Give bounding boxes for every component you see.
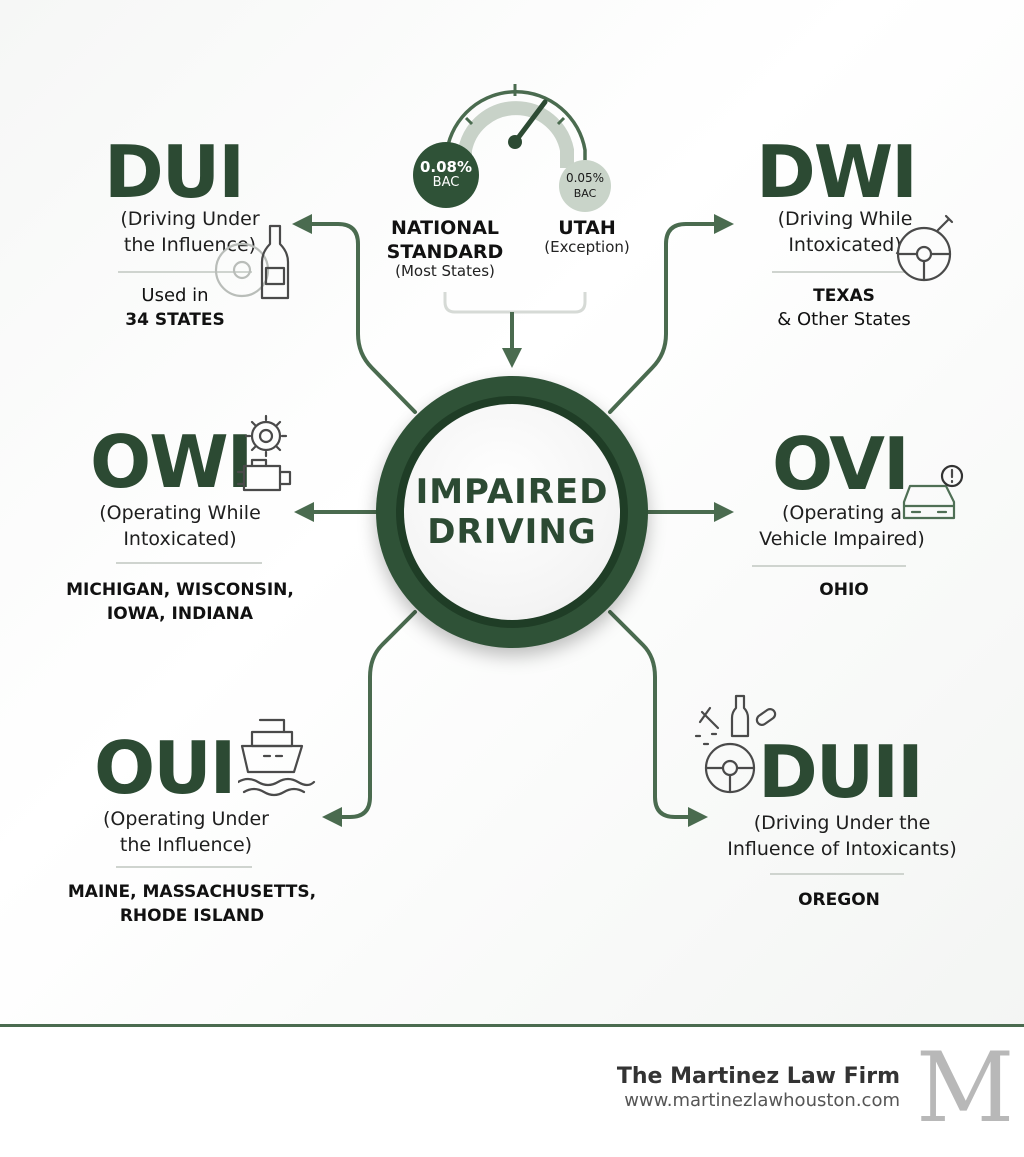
steering-wheel-icon [896,226,952,282]
dui-definition: (Driving Under the Influence) [90,206,290,258]
ovi-icons [902,464,964,520]
oui-def-line1: (Operating Under [103,808,269,830]
duii-states: OREGON [764,888,914,912]
bac-national-value: 0.08% [419,158,473,176]
gauge-icon [445,84,587,168]
arrow-to-dwi [608,214,734,414]
bac-utah-unit: BAC [573,187,597,200]
oui-states-line1: MAINE, MASSACHUSETTS, [67,882,317,902]
oui-icons [238,718,316,797]
oui-def-line2: the Influence) [119,834,253,856]
dwi-states-line1: TEXAS [813,286,875,306]
ovi-states-line1: OHIO [819,580,869,600]
dwi-def-line1: (Driving While [777,208,913,230]
duii-def-line2: Influence of Intoxicants) [727,838,957,860]
owi-icons [236,414,292,492]
gauge-bracket [443,292,587,314]
oui-definition: (Operating Under the Influence) [86,806,286,858]
dwi-states-line2: & Other States [777,309,911,330]
steering-wheel-icon [214,242,270,298]
dui-states-line1: Used in [141,285,209,306]
national-note: (Most States) [395,262,495,280]
dui-icons [214,224,290,300]
owi-states-line1: MICHIGAN, WISCONSIN, [66,580,294,600]
pills-icon [694,706,777,746]
dwi-acronym: DWI [756,130,918,214]
center-title-line2: DRIVING [427,512,597,552]
steering-wheel-icon [704,742,756,794]
owi-states: MICHIGAN, WISCONSIN, IOWA, INDIANA [52,578,308,626]
footer [0,1024,1024,1157]
duii-acronym: DUII [758,730,924,814]
national-title-line1: NATIONAL [390,217,500,239]
arrow-to-duii [608,610,708,827]
ovi-def-line1: (Operating a [781,502,903,524]
dui-states-line2: 34 STATES [125,310,225,330]
bac-national-unit: BAC [432,175,460,190]
logo-letter: M [916,1032,1015,1144]
bottle-icon [936,214,954,232]
bac-utah-badge: 0.05% BAC [559,160,611,212]
owi-definition: (Operating While Intoxicated) [80,500,280,552]
bottle-icon [260,224,290,300]
dwi-states: TEXAS & Other States [754,284,934,332]
national-standard-title: NATIONAL STANDARD [378,216,512,264]
car-warning-icon [902,464,964,520]
firm-name: The Martinez Law Firm [616,1064,900,1089]
dui-acronym: DUI [104,130,245,214]
dwi-icons [896,214,954,282]
dui-states: Used in 34 STATES [95,284,255,332]
ovi-acronym: OVI [772,422,910,506]
national-title-line2: STANDARD [386,241,504,263]
arrow-to-oui [322,610,417,827]
center-title-line1: IMPAIRED [415,472,609,512]
arrow-to-dui [292,214,417,414]
oui-acronym: OUI [94,726,236,810]
bac-utah-value: 0.05% [565,171,605,185]
duii-definition: (Driving Under the Influence of Intoxica… [700,810,984,862]
dui-def-line1: (Driving Under [120,208,260,230]
impaired-driving-hub: IMPAIRED DRIVING [376,376,648,648]
duii-states-line1: OREGON [798,890,880,910]
oui-states: MAINE, MASSACHUSETTS, RHODE ISLAND [50,880,334,928]
utah-note: (Exception) [544,238,630,256]
gear-icon [244,414,288,458]
owi-acronym: OWI [90,420,253,504]
bottle-icon [730,694,750,738]
connector-arrows [116,84,906,875]
bac-national-badge: 0.08% BAC [413,142,479,208]
owi-def-line1: (Operating While [99,502,261,524]
dwi-def-line2: Intoxicated) [788,234,902,256]
engine-icon [236,458,292,492]
firm-url[interactable]: www.martinezlawhouston.com [624,1090,900,1111]
ovi-states: OHIO [784,578,904,602]
utah-title: UTAH [558,217,616,239]
owi-states-line2: IOWA, INDIANA [106,604,254,624]
firm-logo: M [916,1040,1014,1136]
ship-icon [238,718,316,797]
owi-def-line2: Intoxicated) [123,528,237,550]
duii-def-line1: (Driving Under the [753,812,931,834]
dwi-definition: (Driving While Intoxicated) [752,206,938,258]
duii-icons [694,694,777,794]
ovi-def-line2: Vehicle Impaired) [759,528,925,550]
dui-def-line2: the Influence) [123,234,257,256]
oui-states-line2: RHODE ISLAND [119,906,265,926]
ovi-definition: (Operating a Vehicle Impaired) [742,500,942,552]
